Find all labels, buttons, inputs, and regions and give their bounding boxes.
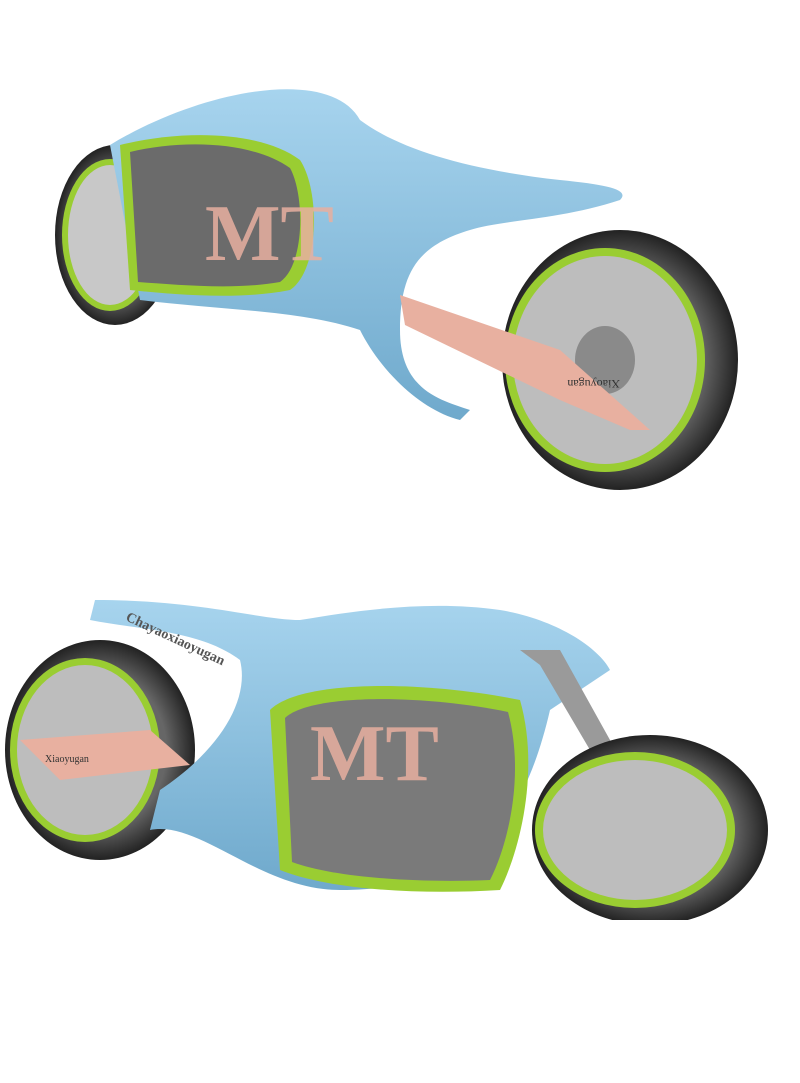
motorcycle-view-rear: MT Xiaoyugan — [0, 70, 800, 510]
mt-logo: MT — [310, 710, 439, 798]
mt-logo: MT — [205, 190, 334, 278]
swingarm — [400, 295, 650, 430]
swingarm-text: Xiaoyugan — [45, 754, 89, 765]
front-wheel-icon — [532, 735, 768, 920]
motorcycle-view-front: Chayaoxiaoyugan MT Xiaoyugan — [0, 590, 800, 920]
swingarm — [20, 730, 190, 780]
swingarm-text: Xiaoyugan — [567, 377, 620, 391]
